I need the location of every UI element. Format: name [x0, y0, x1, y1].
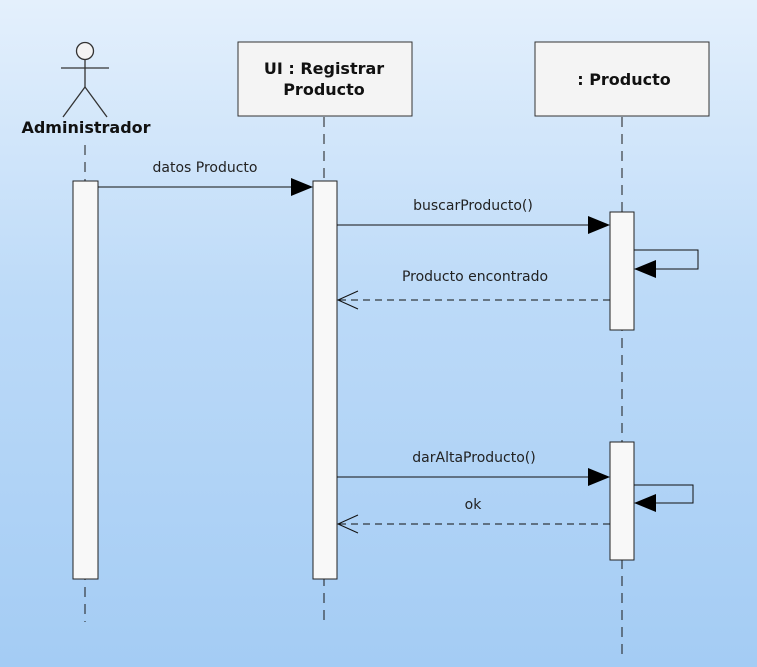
sync-arrowhead — [588, 468, 610, 486]
participant-producto[interactable]: : Producto — [534, 41, 710, 117]
message-datos-producto[interactable]: datos Producto — [98, 160, 313, 196]
actor-head — [75, 41, 95, 61]
sync-arrowhead — [588, 216, 610, 234]
message-dar-alta-producto[interactable]: darAltaProducto() — [337, 450, 610, 486]
message-label: darAltaProducto() — [412, 450, 535, 466]
actor-label: Administrador — [21, 118, 150, 137]
self-call-1[interactable] — [634, 249, 699, 278]
participant-producto-box — [534, 41, 710, 117]
message-label: ok — [465, 497, 483, 513]
actor-activation-bar — [72, 180, 99, 580]
sync-arrowhead — [634, 494, 656, 512]
sync-arrowhead — [634, 260, 656, 278]
actor-figure[interactable] — [61, 41, 109, 118]
self-call-2[interactable] — [634, 484, 694, 512]
reply-arrowhead — [336, 514, 359, 534]
message-label: datos Producto — [153, 160, 258, 176]
producto-activation-bar-1 — [609, 211, 635, 331]
message-buscar-producto[interactable]: buscarProducto() — [337, 198, 610, 234]
message-label: Producto encontrado — [402, 269, 548, 285]
reply-arrowhead — [336, 290, 359, 310]
participant-ui-box — [237, 41, 413, 117]
participant-ui-title-line2: Producto — [283, 80, 365, 99]
sync-arrowhead — [291, 178, 313, 196]
participant-ui[interactable]: UI : Registrar Producto — [237, 41, 413, 117]
ui-activation-bar — [312, 180, 338, 580]
message-producto-encontrado[interactable]: Producto encontrado — [336, 269, 610, 310]
producto-activation-bar-2 — [609, 441, 635, 561]
participant-ui-title-line1: UI : Registrar — [264, 59, 384, 78]
message-label: buscarProducto() — [413, 198, 533, 214]
participant-producto-title: : Producto — [577, 70, 671, 89]
message-ok[interactable]: ok — [336, 497, 610, 534]
